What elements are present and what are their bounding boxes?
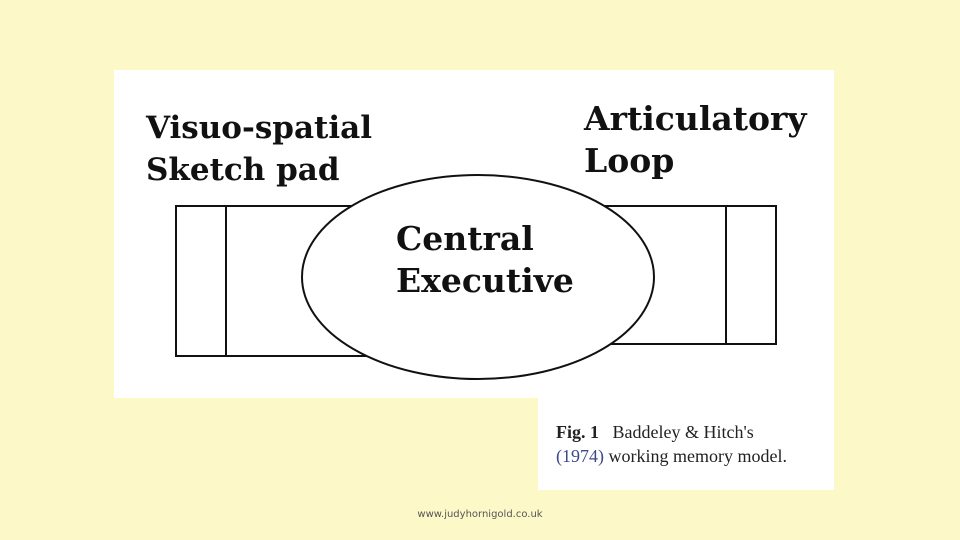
working-memory-diagram: Visuo-spatial Sketch pad Articulatory Lo…	[145, 99, 807, 380]
caption-year-link[interactable]: (1974)	[556, 446, 604, 466]
figure-label: Fig. 1	[556, 422, 599, 442]
articulatory-label-line1: Articulatory	[583, 99, 807, 138]
caption-panel: Fig. 1 Baddeley & Hitch's (1974) working…	[538, 398, 834, 490]
figure-caption: Fig. 1 Baddeley & Hitch's (1974) working…	[556, 420, 787, 468]
caption-line1: Fig. 1 Baddeley & Hitch's	[556, 420, 787, 444]
caption-authors: Baddeley & Hitch's	[612, 422, 754, 442]
visuo-spatial-label-line1: Visuo-spatial	[145, 110, 372, 146]
footer-url: www.judyhornigold.co.uk	[417, 509, 543, 520]
central-executive-label-line1: Central	[396, 219, 534, 258]
central-executive-label-line2: Executive	[396, 261, 574, 300]
caption-description: working memory model.	[608, 446, 787, 466]
central-executive-ellipse	[301, 174, 655, 380]
articulatory-label-line2: Loop	[584, 141, 674, 180]
visuo-spatial-label-line2: Sketch pad	[146, 152, 340, 188]
caption-line2: (1974) working memory model.	[556, 444, 787, 468]
diagram-panel: Visuo-spatial Sketch pad Articulatory Lo…	[114, 70, 834, 398]
